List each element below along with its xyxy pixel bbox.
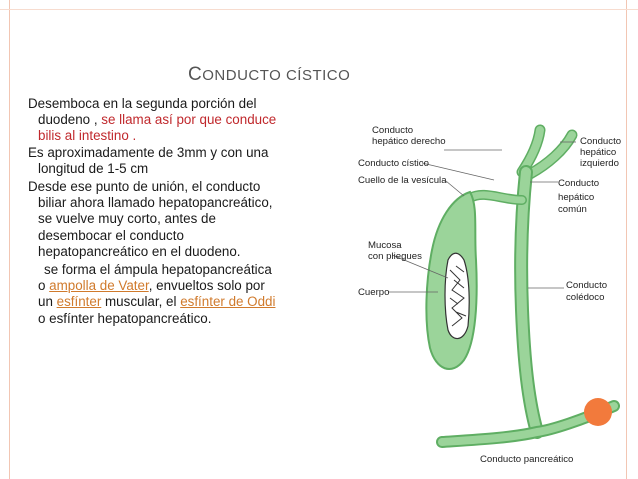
link-esfinter[interactable]: esfínter <box>56 294 102 310</box>
diagram-labels: Conducto hepático derecho Conducto císti… <box>358 125 621 465</box>
title-first-letter: C <box>188 64 203 85</box>
accent-circle <box>584 398 612 426</box>
label-cuerpo: Cuerpo <box>358 287 389 298</box>
paragraph-medidas: Es aproximadamente de 3mm y con una long… <box>28 145 278 177</box>
label-pancreatico: Conducto pancreático <box>480 454 573 465</box>
slide-border-left <box>9 0 10 479</box>
p4-text-c: muscular, el <box>101 294 181 310</box>
gallbladder <box>425 190 478 371</box>
label-coledoco-1: Conducto <box>566 280 607 291</box>
biliary-diagram: Conducto hepático derecho Conducto císti… <box>358 124 621 465</box>
paragraph-ampula: se forma el ámpula hepatopancreática o a… <box>28 262 278 327</box>
label-mucosa-1: Mucosa <box>368 240 402 251</box>
label-mucosa-2: con pliegues <box>368 251 422 262</box>
link-esfinter-de-oddi[interactable]: esfínter de Oddi <box>180 294 276 310</box>
gallbladder-mucosa <box>444 252 470 340</box>
leader-lines <box>388 141 576 293</box>
title-rest: ONDUCTO CÍSTICO <box>202 67 351 84</box>
paragraph-union: Desde ese punto de unión, el conducto bi… <box>28 179 278 260</box>
label-hepatico-izquierdo-3: izquierdo <box>580 158 619 169</box>
p3-text: Desde ese punto de unión, el conducto bi… <box>28 179 273 259</box>
body-text: Desemboca en la segunda porción del duod… <box>28 96 278 327</box>
p2-text: Es aproximadamente de 3mm y con una long… <box>28 144 269 176</box>
label-hepatico-comun-3: común <box>558 204 587 215</box>
slide-border-top <box>0 9 638 10</box>
slide-border-right <box>626 0 627 479</box>
label-cistico: Conducto cístico <box>358 158 429 169</box>
label-hepatico-derecho-1: Conducto <box>372 125 413 136</box>
label-coledoco-2: colédoco <box>566 292 604 303</box>
p1-text: Desemboca en la segunda porción del duod… <box>28 96 257 128</box>
label-hepatico-izquierdo-2: hepático <box>580 147 616 158</box>
label-hepatico-izquierdo-1: Conducto <box>580 136 621 147</box>
label-hepatico-comun-2: hepático <box>558 192 594 203</box>
p4-text-d: o esfínter hepatopancreático. <box>38 310 212 326</box>
paragraph-desemboca: Desemboca en la segunda porción del duod… <box>28 96 278 145</box>
link-ampolla-de-vater[interactable]: ampolla de Vater <box>49 278 149 294</box>
p4-text-a: se forma el ámpula hepatopancreática o <box>38 262 272 294</box>
label-hepatico-comun-1: Conducto <box>558 178 599 189</box>
p4-text-b: , envueltos solo por un <box>38 278 265 310</box>
label-cuello: Cuello de la vesícula <box>358 175 447 186</box>
slide-title: CONDUCTO CÍSTICO <box>188 64 418 86</box>
p1-red-text: se llama así por que conduce bilis al in… <box>38 112 277 144</box>
label-hepatico-derecho-2: hepático derecho <box>372 136 446 147</box>
